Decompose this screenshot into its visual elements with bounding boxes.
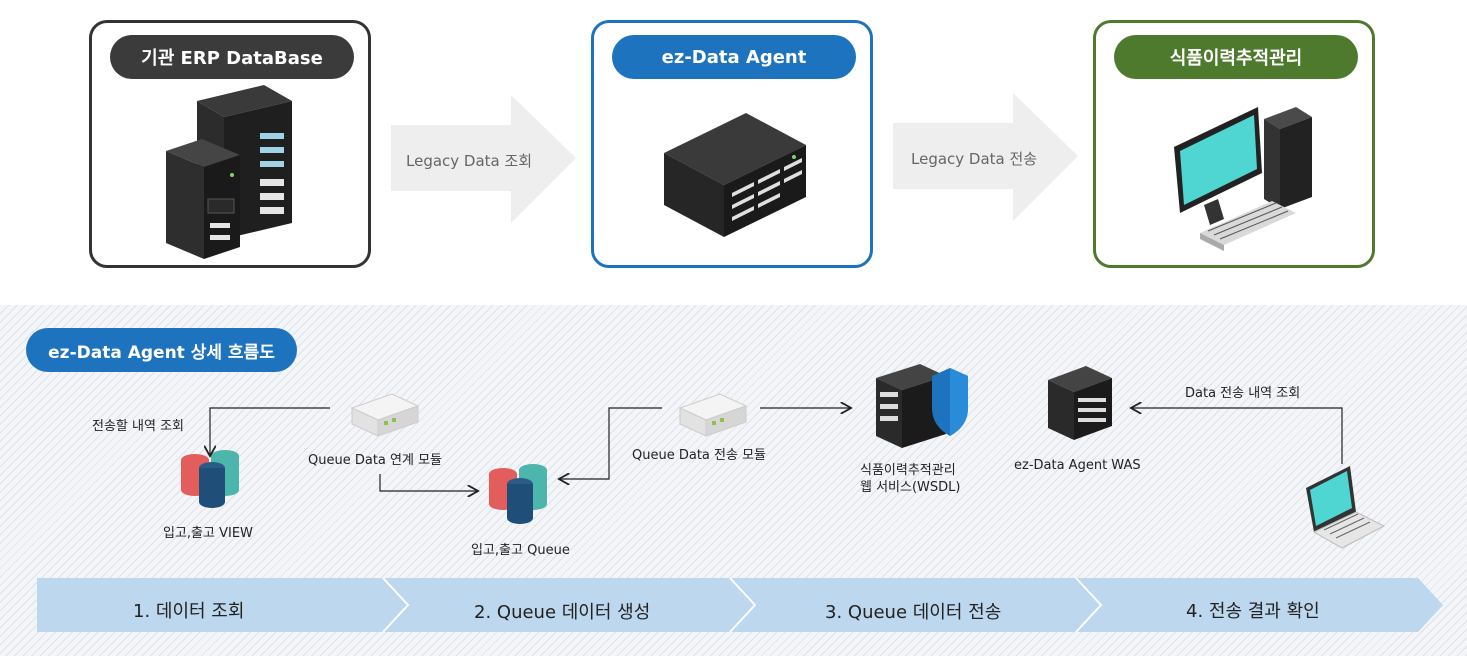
ez-data-agent-box: ez-Data Agent [591, 20, 873, 268]
step-1-label: 1. 데이터 조회 [133, 601, 245, 622]
view-database-icon [181, 450, 239, 508]
query-label: 전송할 내역 조회 [92, 419, 184, 434]
step-2-label: 2. Queue 데이터 생성 [474, 602, 651, 623]
send-module-to-queue-connector [560, 407, 662, 479]
legacy-query-label: Legacy Data 조회 [406, 152, 533, 170]
queue-send-module-label: Queue Data 전송 모듈 [632, 448, 766, 463]
laptop-to-was-connector [1132, 408, 1343, 464]
was-label: ez-Data Agent WAS [1014, 458, 1141, 473]
step-chevrons [37, 577, 1443, 633]
wsdl-server-shield-icon [876, 364, 968, 448]
link-module-connector [379, 474, 477, 491]
detail-flow-title: ez-Data Agent 상세 흐름도 [26, 328, 297, 372]
erp-database-title: 기관 ERP DataBase [110, 35, 354, 79]
erp-database-box: 기관 ERP DataBase [89, 20, 371, 268]
queue-database-icon [489, 464, 547, 524]
arrow-legacy-send [893, 93, 1078, 221]
queue-link-module-icon [350, 393, 420, 437]
view-label: 입고,출고 VIEW [163, 526, 253, 541]
arrow-legacy-query [391, 95, 576, 223]
wsdl-label-line1: 식품이력추적관리 [860, 463, 956, 478]
food-trace-title: 식품이력추적관리 [1114, 35, 1358, 79]
laptop-icon [1306, 466, 1386, 549]
queue-link-module-label: Queue Data 연계 모듈 [308, 453, 442, 468]
was-server-icon [1048, 366, 1112, 440]
step-3-label: 3. Queue 데이터 전송 [825, 602, 1002, 623]
queue-send-module-icon [678, 393, 748, 437]
desktop-computer-icon [1174, 107, 1312, 251]
step-4-label: 4. 전송 결과 확인 [1186, 601, 1320, 622]
food-trace-box: 식품이력추적관리 [1093, 20, 1375, 268]
server-tower-icon [166, 85, 292, 259]
legacy-send-label: Legacy Data 전송 [911, 150, 1038, 168]
query-connector [210, 407, 330, 455]
queue-label: 입고,출고 Queue [471, 543, 570, 558]
ez-data-agent-title: ez-Data Agent [612, 35, 856, 79]
wsdl-label-line2: 웹 서비스(WSDL) [860, 480, 961, 495]
transfer-check-label: Data 전송 내역 조회 [1185, 386, 1301, 401]
server-rack-icon [664, 113, 806, 237]
